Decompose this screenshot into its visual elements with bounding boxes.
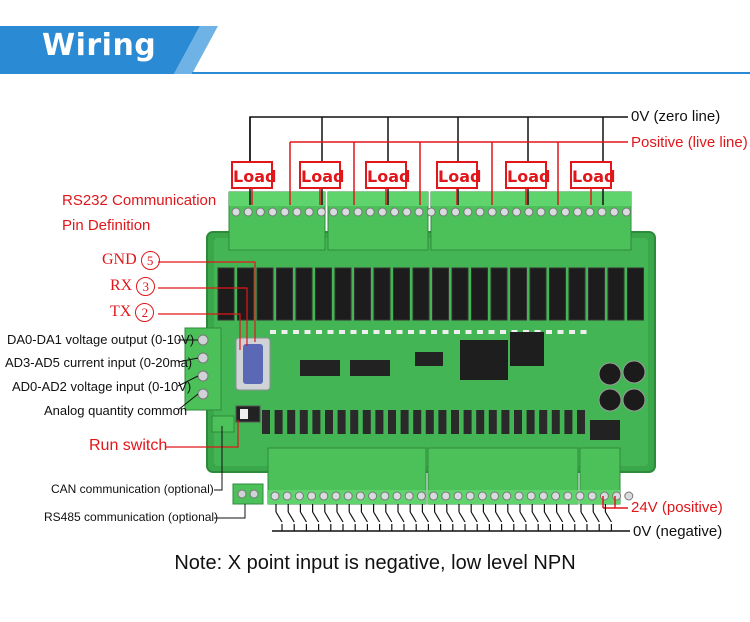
rs232-title: RS232 Communication xyxy=(62,192,217,209)
can-comm-label: CAN communication (optional) xyxy=(51,482,214,496)
pin-gnd-number: 5 xyxy=(140,251,160,270)
npn-note: Note: X point input is negative, low lev… xyxy=(174,552,576,574)
rs485-comm-label: RS485 communication (optional) xyxy=(44,510,219,524)
pin-rx-number: 3 xyxy=(136,277,156,296)
load-box-1: Load xyxy=(231,161,276,189)
load-box-3: Load xyxy=(365,161,410,189)
24v-positive-label: 24V (positive) xyxy=(631,499,723,516)
rs232-subtitle: Pin Definition xyxy=(62,217,151,234)
pin-rx-name: RX xyxy=(110,277,133,295)
title-banner xyxy=(0,26,750,74)
load-box-2: Load xyxy=(299,161,344,189)
run-switch-label: Run switch xyxy=(89,437,168,454)
analog-common-label: Analog quantity common xyxy=(44,403,188,418)
da-voltage-output-label: DA0-DA1 voltage output (0-10V) xyxy=(7,332,195,347)
banner-title: Wiring xyxy=(42,28,157,63)
live-line-label: Positive (live line) xyxy=(631,134,748,151)
pin-tx-name: TX xyxy=(110,303,132,321)
load-box-6: Load xyxy=(570,161,615,189)
ad-current-input-label: AD3-AD5 current input (0-20ma) xyxy=(5,355,193,370)
load-box-4: Load xyxy=(436,161,481,189)
pin-gnd-name: GND xyxy=(102,251,137,269)
0v-negative-label: 0V (negative) xyxy=(633,523,723,540)
zero-line-label: 0V (zero line) xyxy=(631,108,721,125)
load-box-5: Load xyxy=(505,161,550,189)
pin-tx-number: 2 xyxy=(135,303,155,322)
ad-voltage-input-label: AD0-AD2 voltage input (0-10V) xyxy=(12,379,192,394)
